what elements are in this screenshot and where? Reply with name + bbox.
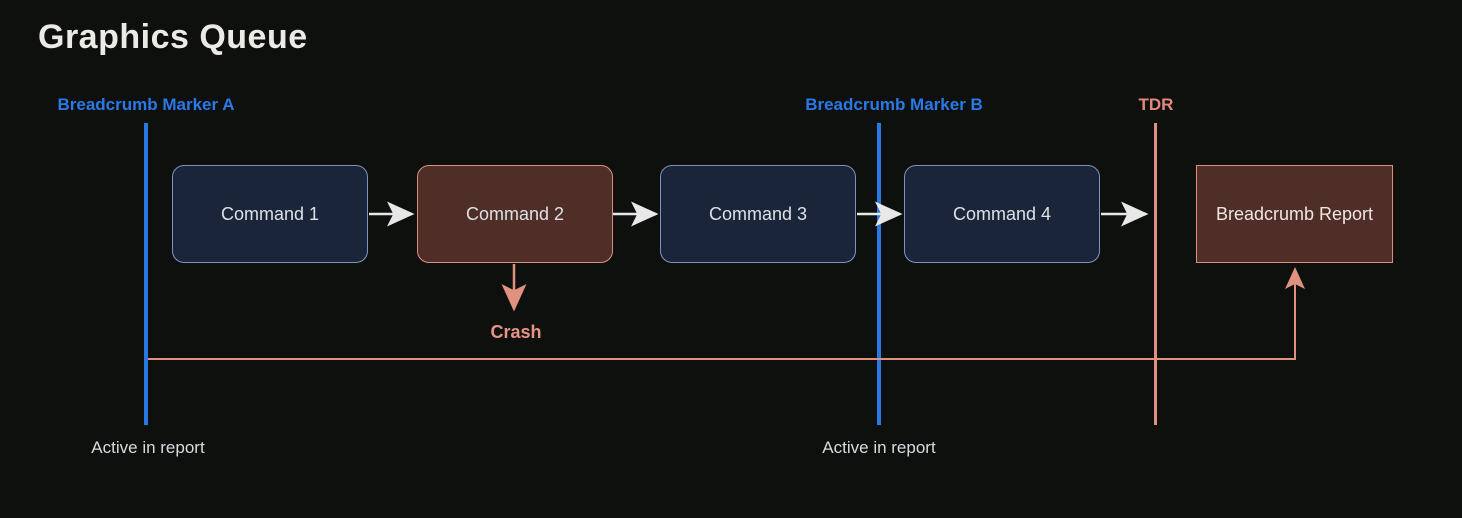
node-command-2: Command 2	[417, 165, 613, 263]
breadcrumb-marker-a-line	[144, 123, 148, 425]
crash-label: Crash	[490, 322, 542, 342]
node-command-4-label: Command 4	[952, 203, 1052, 224]
node-breadcrumb-report-label: Breadcrumb Report	[1215, 203, 1374, 224]
node-command-1: Command 1	[172, 165, 368, 263]
page-title: Graphics Queue	[38, 18, 308, 56]
arrow-report-feedback	[148, 267, 1305, 360]
footnote-marker-b: Active in report	[822, 438, 936, 457]
tdr-label: TDR	[1138, 95, 1174, 114]
node-command-3: Command 3	[660, 165, 856, 263]
breadcrumb-marker-a-label: Breadcrumb Marker A	[57, 95, 235, 114]
node-command-2-label: Command 2	[465, 203, 565, 224]
breadcrumb-marker-b-line	[877, 123, 881, 425]
node-command-1-label: Command 1	[220, 203, 320, 224]
tdr-line	[1154, 123, 1157, 425]
node-command-3-label: Command 3	[708, 203, 808, 224]
node-command-4: Command 4	[904, 165, 1100, 263]
footnote-marker-a: Active in report	[91, 438, 205, 457]
breadcrumb-marker-b-label: Breadcrumb Marker B	[805, 95, 983, 114]
node-breadcrumb-report: Breadcrumb Report	[1196, 165, 1393, 263]
